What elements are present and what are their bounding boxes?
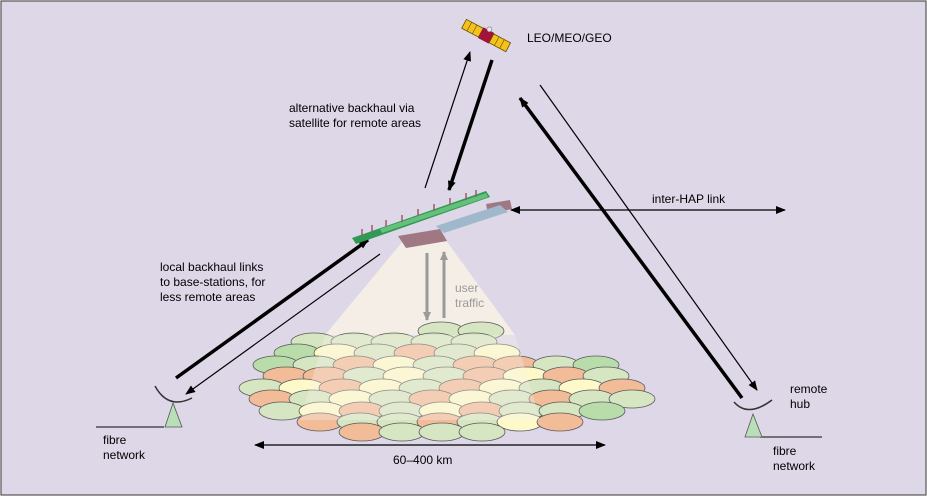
arrow-hub-to-satellite-thick bbox=[518, 96, 744, 400]
ground-station-dish-icon bbox=[154, 385, 193, 403]
arrow-ground-to-hap-thick bbox=[174, 238, 370, 380]
ground-station-left bbox=[96, 385, 193, 428]
fibre-network-label-left: fibre network bbox=[103, 433, 146, 462]
coverage-cell bbox=[378, 422, 426, 442]
coverage-cell bbox=[418, 422, 466, 442]
arrow-satellite-to-hap-thick bbox=[447, 59, 494, 191]
distance-label: 60–400 km bbox=[393, 453, 453, 467]
coverage-cell bbox=[608, 389, 656, 409]
fibre-network-label-right: fibre network bbox=[773, 444, 816, 473]
ground-station-base-left bbox=[164, 401, 183, 428]
arrow-hap-to-ground-thin bbox=[185, 253, 381, 395]
cell-cluster bbox=[238, 321, 656, 442]
arrow-satellite-to-hub-thin bbox=[539, 84, 758, 391]
ground-station-base-right bbox=[744, 412, 763, 438]
arrow-hap-to-satellite-thin bbox=[424, 51, 471, 189]
satellite-icon bbox=[461, 18, 512, 53]
coverage-cell bbox=[536, 412, 584, 432]
local-backhaul-label: local backhaul links to base-stations, f… bbox=[160, 260, 266, 304]
alternative-backhaul-label: alternative backhaul via satellite for r… bbox=[289, 101, 422, 130]
inter-hap-link-label: inter-HAP link bbox=[652, 192, 726, 206]
coverage-cell bbox=[258, 401, 306, 421]
coverage-beam bbox=[325, 235, 515, 335]
coverage-cell bbox=[458, 422, 506, 442]
ground-station-right bbox=[733, 399, 822, 438]
remote-hub-label: remote hub bbox=[790, 382, 828, 411]
satellite-label: LEO/MEO/GEO bbox=[527, 31, 612, 45]
hap-aircraft-icon bbox=[352, 190, 512, 248]
coverage-cell bbox=[338, 422, 386, 442]
user-traffic-label: user traffic bbox=[455, 281, 485, 310]
coverage-cell bbox=[578, 401, 626, 421]
coverage-beam-overlay bbox=[300, 335, 540, 420]
ground-station-dish-icon bbox=[733, 399, 773, 411]
